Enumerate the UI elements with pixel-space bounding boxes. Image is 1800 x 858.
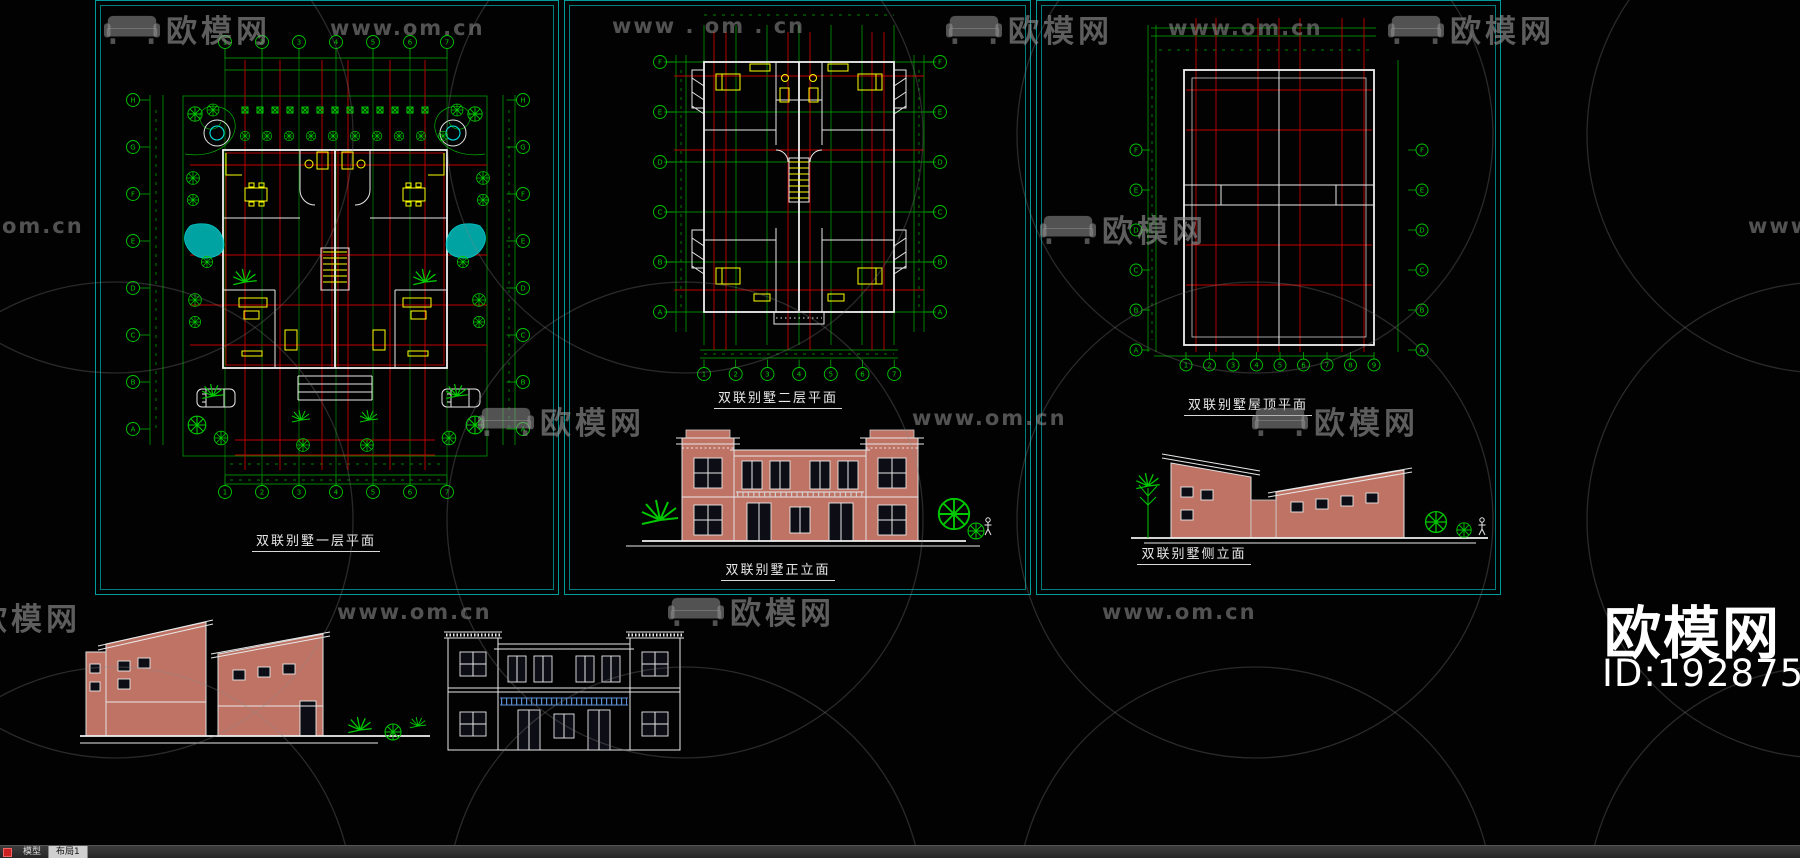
label-front-elevation: 双联别墅正立面 bbox=[688, 559, 868, 581]
tab-layout1[interactable]: 布局1 bbox=[48, 846, 88, 858]
viewport-first-floor: 双联别墅一层平面 bbox=[95, 0, 559, 595]
statusbar: 模型 布局1 bbox=[0, 845, 1800, 858]
app-icon[interactable] bbox=[3, 847, 12, 857]
watermark-url: www.om.cn bbox=[1102, 600, 1257, 624]
tab-model[interactable]: 模型 bbox=[23, 847, 42, 857]
label-roof-plan: 双联别墅屋顶平面 bbox=[1158, 394, 1338, 416]
viewport-inner-border bbox=[100, 5, 554, 590]
side-elevation-large-drawing bbox=[80, 619, 430, 744]
viewport-roof-plan: 双联别墅屋顶平面 双联别墅侧立面 bbox=[1036, 0, 1501, 595]
site-logo: 欧模网 bbox=[1604, 601, 1781, 667]
watermark-brand-partial: 欧模网 bbox=[0, 602, 81, 638]
watermark-url-partial: www. bbox=[1748, 214, 1800, 238]
viewport-inner-border bbox=[569, 5, 1026, 590]
sofa-icon bbox=[668, 597, 724, 626]
label-second-floor-plan: 双联别墅二层平面 bbox=[688, 387, 868, 409]
viewport-inner-border bbox=[1041, 5, 1496, 590]
watermark-url: www.om.cn bbox=[337, 600, 492, 624]
model-id: ID:1928756 bbox=[1602, 652, 1800, 695]
viewport-second-floor: 双联别墅二层平面 双联别墅正立面 bbox=[564, 0, 1031, 595]
label-side-elevation: 双联别墅侧立面 bbox=[1109, 543, 1279, 565]
front-elevation-large-drawing bbox=[444, 631, 684, 751]
watermark-url-partial: om.cn bbox=[2, 214, 84, 238]
label-first-floor-plan: 双联别墅一层平面 bbox=[206, 530, 426, 552]
